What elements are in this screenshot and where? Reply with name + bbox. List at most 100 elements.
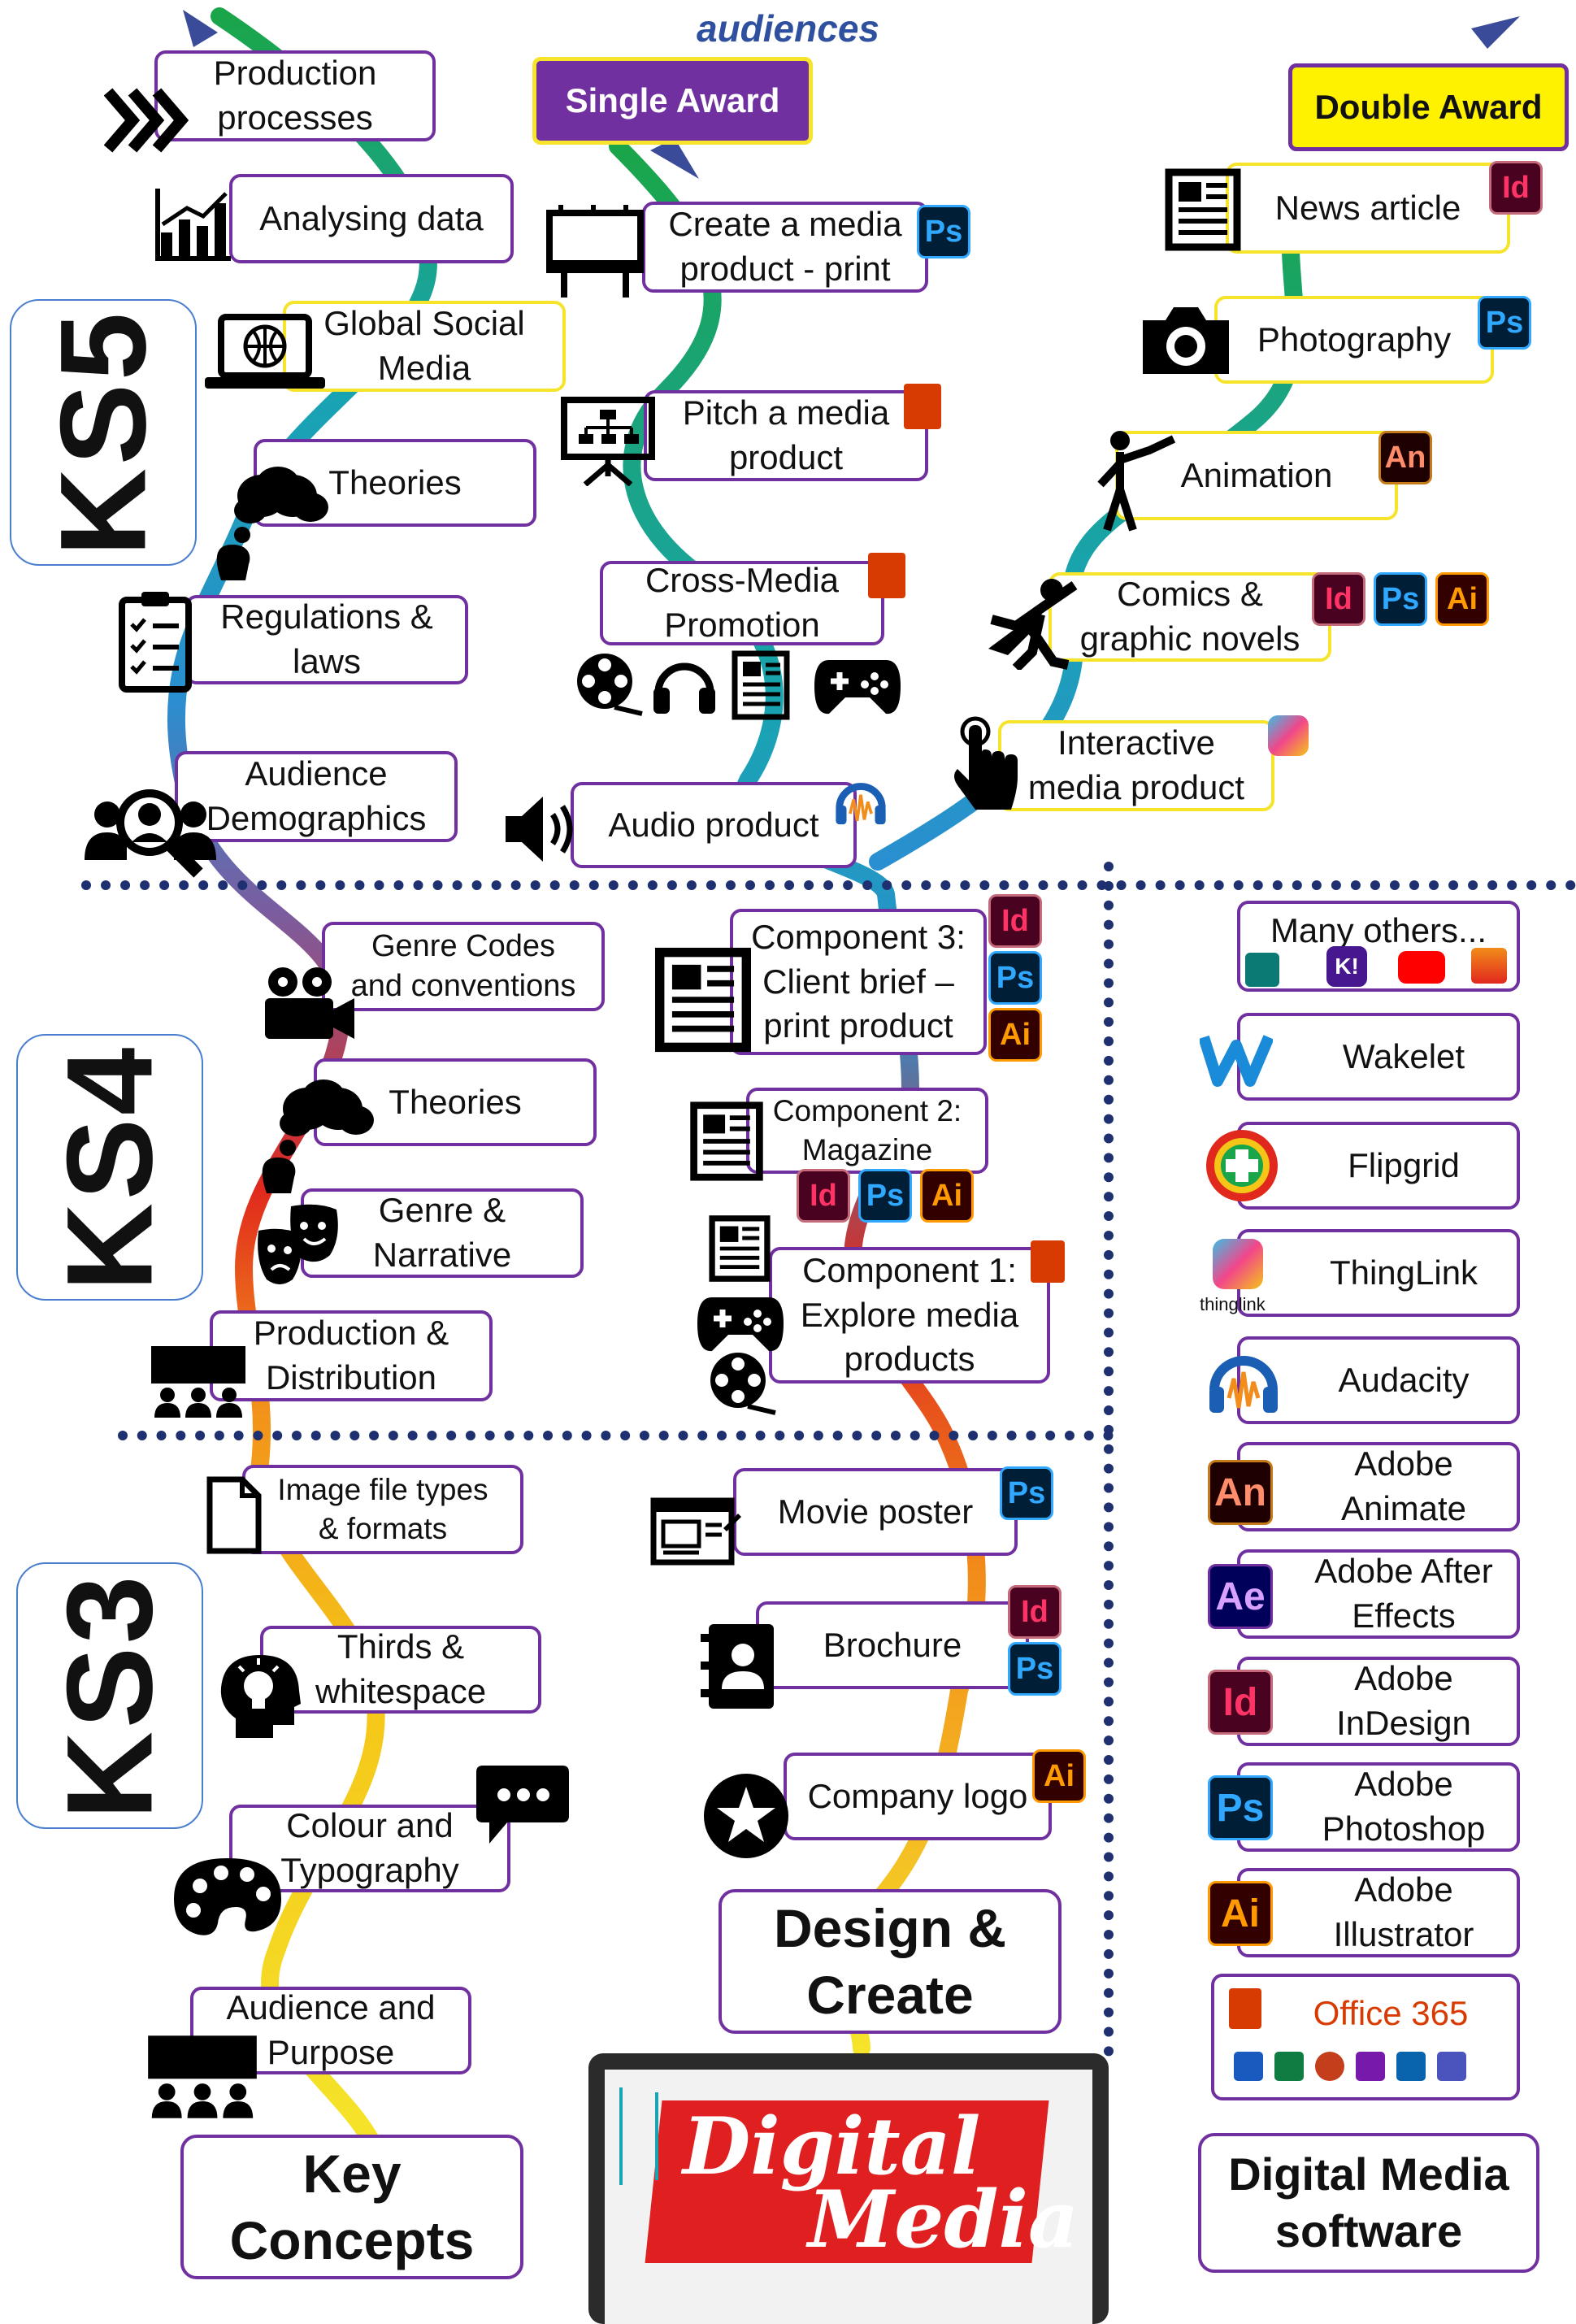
- design-company-logo: Company logo: [784, 1753, 1052, 1840]
- video-camera-icon: [265, 967, 354, 1039]
- component-text: Component 1: Explore media products: [800, 1251, 1019, 1379]
- concept-text: Production & Distribution: [253, 1314, 449, 1397]
- ps-badge: Ps: [858, 1169, 912, 1223]
- thought-bubble-icon: [262, 1079, 374, 1193]
- concept-text: Global Social Media: [323, 304, 525, 387]
- audacity-icon: [1209, 1356, 1278, 1413]
- component-text: Component 3: Client brief – print produc…: [751, 918, 966, 1045]
- double-award-text: Double Award: [1314, 88, 1543, 126]
- concept-text: Colour and Typography: [280, 1806, 459, 1889]
- design-movie-poster: Movie poster: [733, 1468, 1018, 1556]
- single-award-label: Single Award: [532, 57, 813, 145]
- single-create-print: Create a media product - print: [642, 202, 928, 293]
- teams-icon: [1437, 2052, 1466, 2081]
- ai-badge: Ai: [1032, 1749, 1086, 1803]
- ks5-text: KS5: [34, 309, 171, 556]
- ps-badge-text: Ps: [1485, 305, 1524, 340]
- software-illustrator: Adobe Illustrator: [1237, 1868, 1520, 1957]
- software-text: Adobe Photoshop: [1322, 1765, 1486, 1848]
- office-icon: [1031, 1240, 1065, 1283]
- concept-text: Genre & Narrative: [372, 1191, 512, 1274]
- contact-book-icon: [701, 1624, 774, 1709]
- double-text: News article: [1274, 188, 1461, 227]
- software-after-effects: Adobe After Effects: [1237, 1549, 1520, 1639]
- ai-badge: Ai: [988, 1008, 1042, 1062]
- ps-badge-text: Ps: [1381, 581, 1420, 616]
- ps-badge-text: Ps: [996, 960, 1035, 995]
- concept-text: Analysing data: [259, 198, 484, 237]
- ps-badge: Ps: [1374, 572, 1427, 626]
- office365-icon: [1229, 1988, 1261, 2029]
- double-news-article: News article: [1226, 163, 1510, 254]
- software-thinglink: ThingLink: [1237, 1229, 1520, 1317]
- single-pitch: Pitch a media product: [644, 390, 928, 481]
- lightbulb-head-icon: [220, 1655, 301, 1738]
- double-interactive: Interactive media product: [998, 720, 1274, 811]
- concept-audience-demographics: Audience Demographics: [175, 751, 458, 842]
- word-icon: [1234, 2052, 1263, 2081]
- software-text: Adobe Animate: [1340, 1444, 1467, 1527]
- bar-chart-icon: [155, 189, 231, 261]
- software-text: ThingLink: [1329, 1253, 1478, 1292]
- cinema-audience-icon: [151, 1346, 245, 1418]
- software-text: Adobe After Effects: [1314, 1552, 1493, 1635]
- stack-icon: [1471, 948, 1507, 984]
- ps-badge: Ps: [1000, 1466, 1053, 1520]
- design-create-title: Design & Create: [719, 1889, 1062, 2034]
- software-text: Office 365: [1313, 1994, 1469, 2032]
- concept-text: Theories: [328, 463, 462, 502]
- design-text: Company logo: [807, 1776, 1028, 1815]
- ai-badge-text: Ai: [1447, 581, 1478, 616]
- design-text: Brochure: [823, 1625, 962, 1664]
- id-badge-text: Id: [1222, 1680, 1258, 1724]
- audacity-icon: [836, 783, 886, 825]
- single-text: Cross-Media Promotion: [645, 561, 840, 644]
- youtube-icon: [1398, 951, 1445, 984]
- thinglink-icon: [1213, 1239, 1263, 1289]
- theatre-masks-icon: [258, 1204, 338, 1284]
- concept-text: Image file types & formats: [277, 1472, 488, 1545]
- design-text: Movie poster: [777, 1492, 974, 1531]
- double-text: Animation: [1180, 455, 1333, 494]
- illustrator-icon: Ai: [1208, 1881, 1273, 1946]
- wakelet-icon: [1200, 1035, 1273, 1087]
- concept-image-file-types: Image file types & formats: [242, 1465, 523, 1554]
- software-photoshop: Adobe Photoshop: [1237, 1762, 1520, 1852]
- concept-text: Thirds & whitespace: [315, 1627, 487, 1710]
- logo-line2: Media: [808, 2174, 1079, 2265]
- stick-figure-icon: [1097, 431, 1176, 532]
- newspaper-icon: [654, 947, 752, 1053]
- ps-badge-text: Ps: [1007, 1475, 1046, 1510]
- thinglink-icon: [1268, 715, 1309, 756]
- file-icon: [206, 1476, 262, 1554]
- concept-text: Production processes: [213, 54, 377, 137]
- id-badge-text: Id: [1001, 903, 1029, 938]
- ks4-text: KS4: [41, 1044, 178, 1291]
- software-text: Adobe InDesign: [1336, 1659, 1471, 1742]
- film-reel-icon: [710, 1353, 776, 1415]
- ai-badge-text: Ai: [931, 1178, 962, 1213]
- office-apps-icon: [1234, 2052, 1502, 2083]
- double-text: Interactive media product: [1027, 723, 1245, 806]
- outlook-icon: [1396, 2052, 1426, 2081]
- single-audio-product: Audio product: [571, 782, 857, 868]
- speech-bubble-icon: [476, 1766, 569, 1844]
- software-many-others: Many others...: [1237, 901, 1520, 992]
- concept-audience-purpose: Audience and Purpose: [190, 1987, 471, 2074]
- single-text: Audio product: [608, 805, 819, 844]
- newspaper-icon: [732, 650, 790, 720]
- concept-text: Audience and Purpose: [226, 1988, 436, 2071]
- software-text: Many others...: [1270, 911, 1487, 949]
- concept-production-distribution: Production & Distribution: [210, 1310, 493, 1401]
- software-title: Digital Media software: [1198, 2133, 1539, 2273]
- software-indesign: Adobe InDesign: [1237, 1657, 1520, 1746]
- logo-panel: Digital Media: [605, 2070, 1092, 2324]
- software-audacity: Audacity: [1237, 1336, 1520, 1424]
- software-text: Digital Media software: [1228, 2148, 1509, 2257]
- presentation-icon: [561, 397, 655, 486]
- digital-media-logo: Digital Media: [588, 2053, 1109, 2324]
- gamepad-icon: [697, 1297, 784, 1352]
- audience-search-icon: [85, 789, 216, 878]
- component-3: Component 3: Client brief – print produc…: [730, 909, 987, 1055]
- office-icon: [904, 384, 941, 429]
